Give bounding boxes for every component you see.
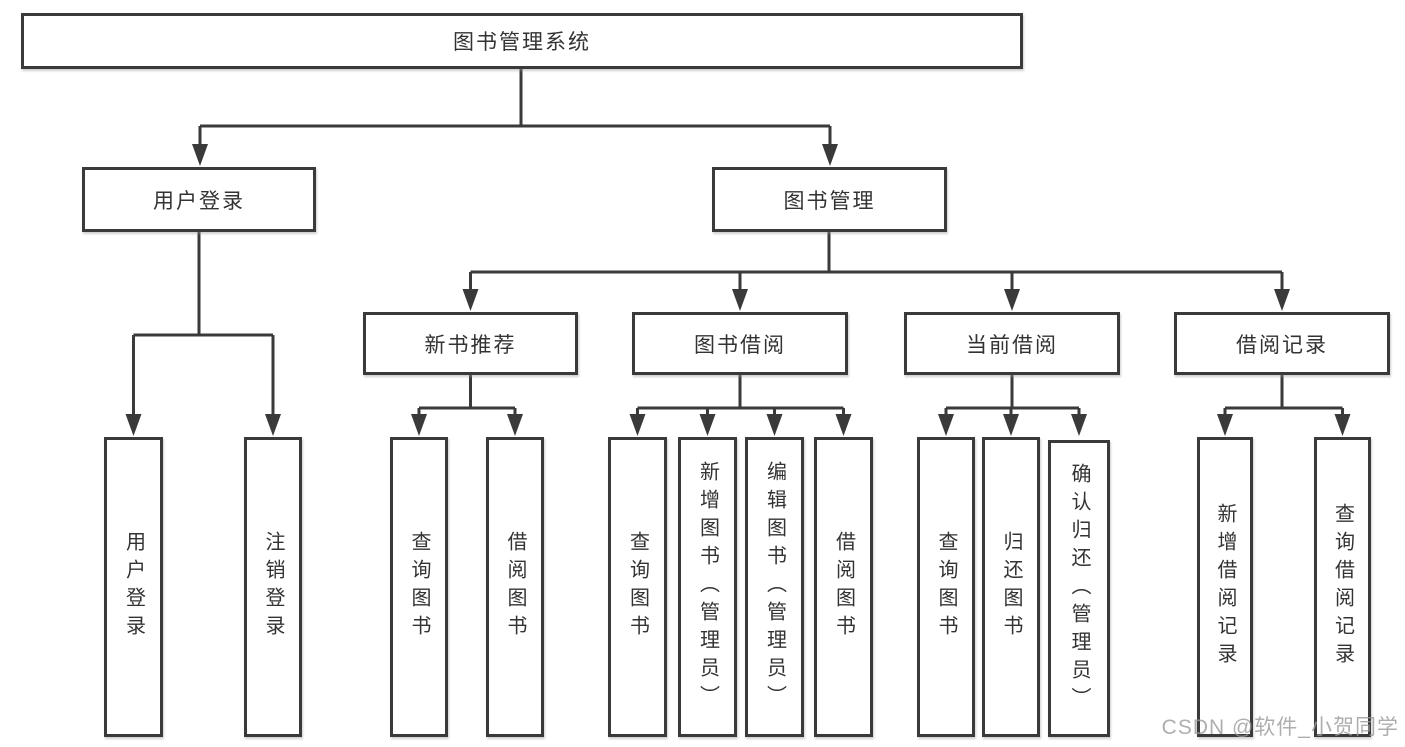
connector-current-borrowing-children [944,375,1081,420]
arrow-down-icon [835,414,852,436]
arrow-down-icon [1003,414,1019,436]
leaf-confirm-return-admin: 确认归还（管理员） [1048,440,1110,737]
leaf-add-book-admin: 新增图书（管理员） [678,437,737,737]
leaf-query-books-recommend: 查询图书 [390,437,448,737]
arrow-down-icon [1334,414,1351,436]
node-book-borrowing: 图书借阅 [632,312,848,375]
node-borrowing-records: 借阅记录 [1174,312,1390,375]
arrow-down-icon [732,289,748,311]
leaf-return-books: 归还图书 [982,437,1040,737]
node-user-login: 用户登录 [82,167,316,232]
leaf-query-borrow-record: 查询借阅记录 [1314,437,1371,737]
node-new-book-recommend: 新书推荐 [363,312,578,375]
arrow-down-icon [125,414,142,436]
connector-book-borrowing-children [636,375,845,420]
arrow-down-icon [265,414,281,436]
node-current-borrowing: 当前借阅 [904,312,1120,375]
leaf-logout: 注销登录 [244,437,302,737]
connector-user-login-children [132,232,275,420]
leaf-borrow-books-borrowing: 借阅图书 [814,437,873,737]
arrow-down-icon [1071,414,1087,436]
arrow-down-icon [938,414,954,436]
leaf-edit-book-admin: 编辑图书（管理员） [745,437,804,737]
arrow-down-icon [411,414,427,436]
arrow-down-icon [192,144,208,166]
leaf-add-borrow-record: 新增借阅记录 [1197,437,1253,737]
arrow-down-icon [462,289,479,311]
connector-root-stem [198,68,832,150]
csdn-watermark: CSDN @软件_小贺同学 [1161,716,1399,739]
arrow-down-icon [629,414,646,436]
leaf-query-books-current: 查询图书 [917,437,975,737]
arrow-down-icon [766,414,783,436]
arrow-down-icon [1004,289,1020,311]
node-library-system: 图书管理系统 [21,13,1023,69]
arrow-down-icon [699,414,716,436]
leaf-query-books-borrowing: 查询图书 [608,437,667,737]
connector-borrowing-records-children [1223,375,1344,420]
arrow-down-icon [1217,414,1233,436]
leaf-user-login: 用户登录 [104,437,163,737]
node-book-management: 图书管理 [712,167,947,232]
arrow-down-icon [507,414,523,436]
connector-new-book-children [417,375,517,420]
leaf-borrow-books-recommend: 借阅图书 [486,437,544,737]
arrow-down-icon [822,144,838,166]
arrowhead-group [125,144,1351,436]
arrow-down-icon [1274,289,1290,311]
connector-book-mgmt-children [469,232,1284,295]
